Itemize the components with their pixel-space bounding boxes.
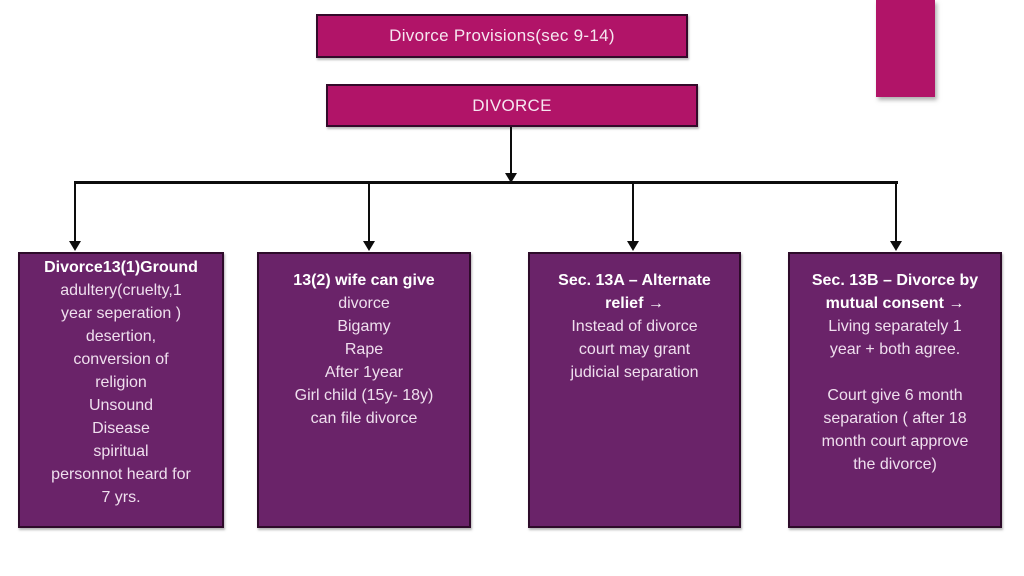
divorce-box: DIVORCE — [326, 84, 698, 127]
arrowhead-box3-icon — [627, 241, 639, 251]
connector-vertical-center — [510, 127, 512, 175]
box4-body: Living separately 1 year + both agree. C… — [821, 318, 969, 473]
connector-drop-1 — [74, 184, 76, 241]
connector-drop-3 — [632, 184, 634, 241]
decorative-rectangle — [876, 0, 935, 97]
connector-drop-4 — [895, 184, 897, 241]
divorce-box-label: DIVORCE — [472, 95, 552, 115]
box3-heading: Sec. 13A – Alternate relief → — [558, 272, 711, 312]
arrowhead-center-icon — [505, 173, 517, 183]
connector-horizontal — [74, 181, 898, 184]
box4-heading: Sec. 13B – Divorce by mutual consent → — [811, 272, 979, 312]
arrowhead-box4-icon — [890, 241, 902, 251]
connector-drop-2 — [368, 184, 370, 241]
box2-body: divorce Bigamy Rape After 1year Girl chi… — [294, 295, 434, 427]
box1-heading: Divorce13(1)Ground — [44, 259, 198, 276]
box-divorce-13-1-grounds: Divorce13(1)Ground adultery(cruelty,1 ye… — [18, 252, 224, 528]
title-box: Divorce Provisions(sec 9-14) — [316, 14, 688, 58]
arrowhead-box2-icon — [363, 241, 375, 251]
box2-heading: 13(2) wife can give — [293, 272, 435, 289]
box1-body: adultery(cruelty,1 year seperation ) des… — [51, 282, 191, 506]
arrowhead-box1-icon — [69, 241, 81, 251]
box-13-2-wife-divorce: 13(2) wife can give divorce Bigamy Rape … — [257, 252, 471, 528]
box-sec-13b-mutual-consent: Sec. 13B – Divorce by mutual consent → L… — [788, 252, 1002, 528]
title-box-label: Divorce Provisions(sec 9-14) — [389, 26, 615, 45]
box3-body: Instead of divorce court may grant judic… — [570, 318, 699, 381]
box-sec-13a-alternate-relief: Sec. 13A – Alternate relief → Instead of… — [528, 252, 741, 528]
